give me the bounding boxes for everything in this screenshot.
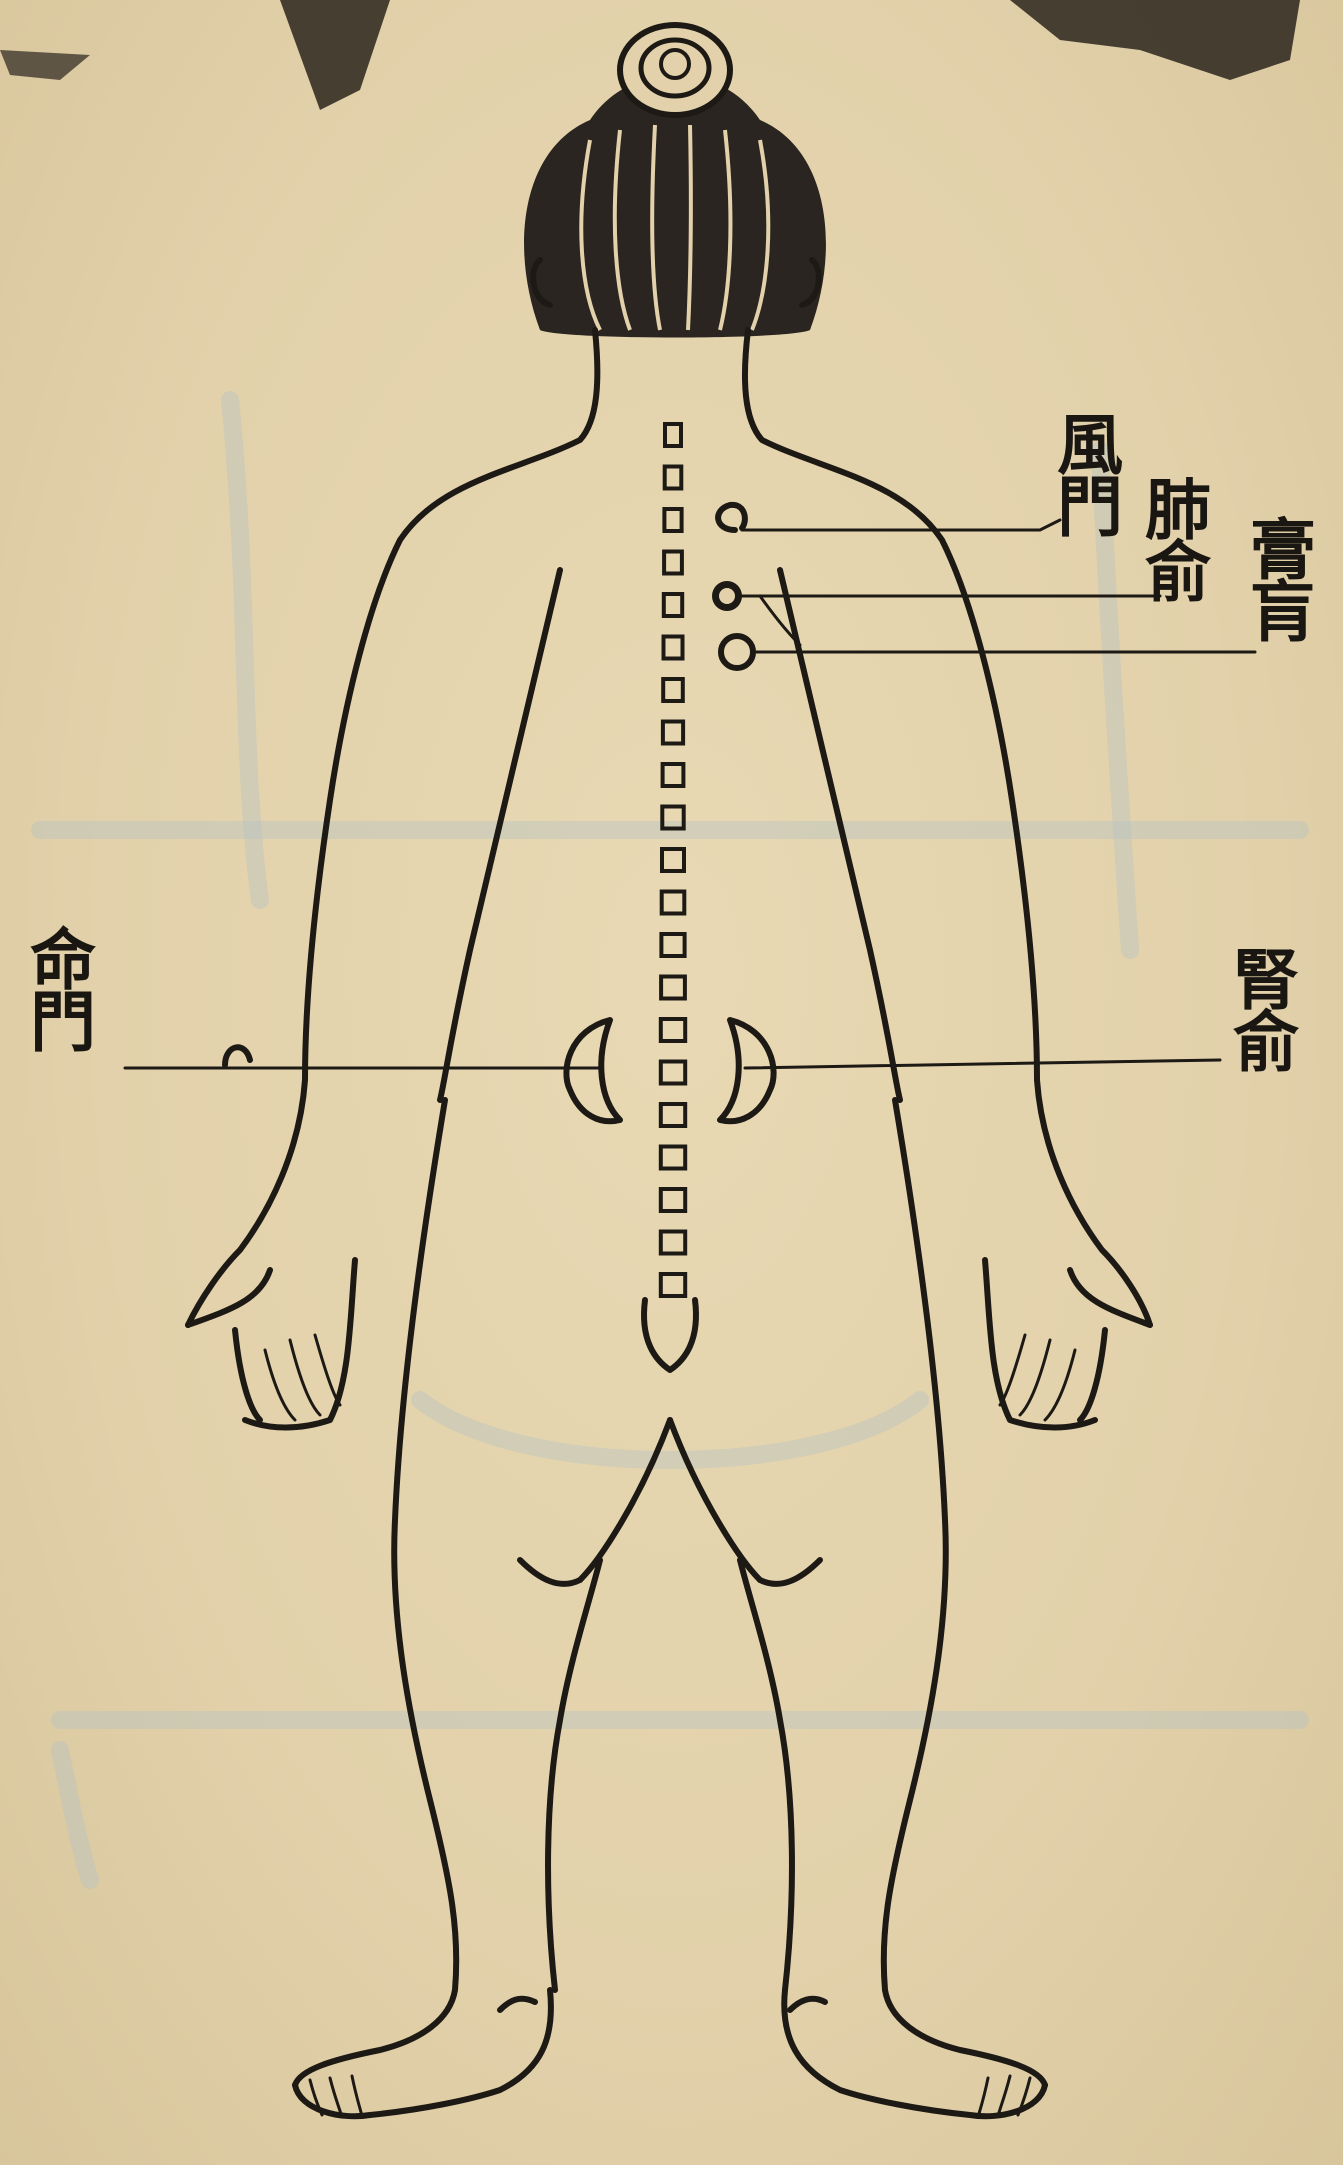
vertebra	[665, 467, 682, 489]
vertebra	[664, 509, 681, 531]
vertebra	[664, 594, 682, 616]
vertebra	[661, 1062, 685, 1084]
acupoint-gaohuang-marker	[721, 636, 753, 668]
vertebra	[661, 1189, 685, 1211]
vertebra	[664, 552, 682, 574]
vertebra	[661, 1104, 685, 1126]
vertebra	[661, 1147, 685, 1169]
head	[524, 25, 826, 338]
bleed-through-ink	[40, 400, 1300, 1880]
right-buttock-crescent	[720, 1020, 774, 1121]
vertebra	[662, 849, 684, 871]
acupoint-fengmen-marker	[718, 505, 745, 530]
vertebra	[661, 1232, 685, 1254]
label-gaohuang: 膏肓	[1245, 515, 1311, 639]
left-buttock-crescent	[566, 1020, 620, 1121]
vertebra	[661, 1019, 685, 1041]
vertebra	[663, 722, 683, 744]
leader-lines	[125, 520, 1255, 1068]
acupoint-feishu-marker	[712, 581, 742, 611]
vertebra	[661, 1274, 685, 1296]
ink-fragment-top-left-small	[0, 50, 90, 80]
label-feishu: 肺俞	[1140, 475, 1206, 599]
vertebra	[665, 424, 681, 446]
ink-fragment-top-left	[280, 0, 390, 110]
vertebra	[664, 637, 683, 659]
label-fengmen: 風門	[1052, 410, 1118, 534]
label-shenshu: 腎俞	[1228, 945, 1294, 1069]
acupoint-mingmen-marker	[225, 1047, 250, 1065]
vertebra	[661, 977, 685, 999]
spine-vertebrae	[661, 424, 685, 1296]
ink-fragment-top-right	[1010, 0, 1300, 80]
vertebra	[661, 934, 684, 956]
vertebra	[662, 892, 685, 914]
vertebra	[663, 764, 684, 786]
vertebra	[663, 679, 683, 701]
body-outline	[188, 330, 1150, 2117]
label-mingmen: 命門	[25, 925, 91, 1049]
